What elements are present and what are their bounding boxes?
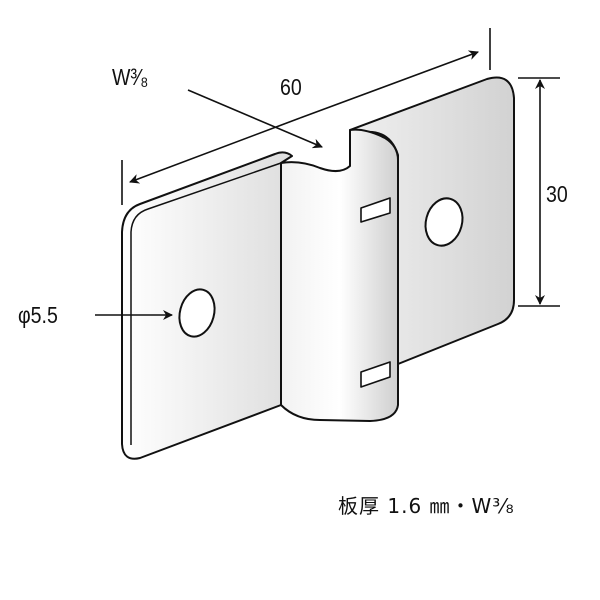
spec-caption: 板厚 1.6 ㎜・W³⁄₈ (338, 494, 515, 518)
width-dimension-label: 60 (280, 74, 302, 100)
slot-top (360, 197, 391, 223)
pipe-leader (187, 89, 323, 149)
hole-diameter-label: φ5.5 (18, 302, 58, 328)
hole-left (178, 288, 216, 338)
slot-bottom (360, 361, 391, 388)
dim-60-line (129, 117, 301, 184)
hole-right (424, 197, 464, 247)
height-dimension-label: 30 (546, 181, 568, 207)
pipe-size-label: W³⁄₈ (112, 64, 149, 90)
center-barrel (280, 128, 399, 422)
